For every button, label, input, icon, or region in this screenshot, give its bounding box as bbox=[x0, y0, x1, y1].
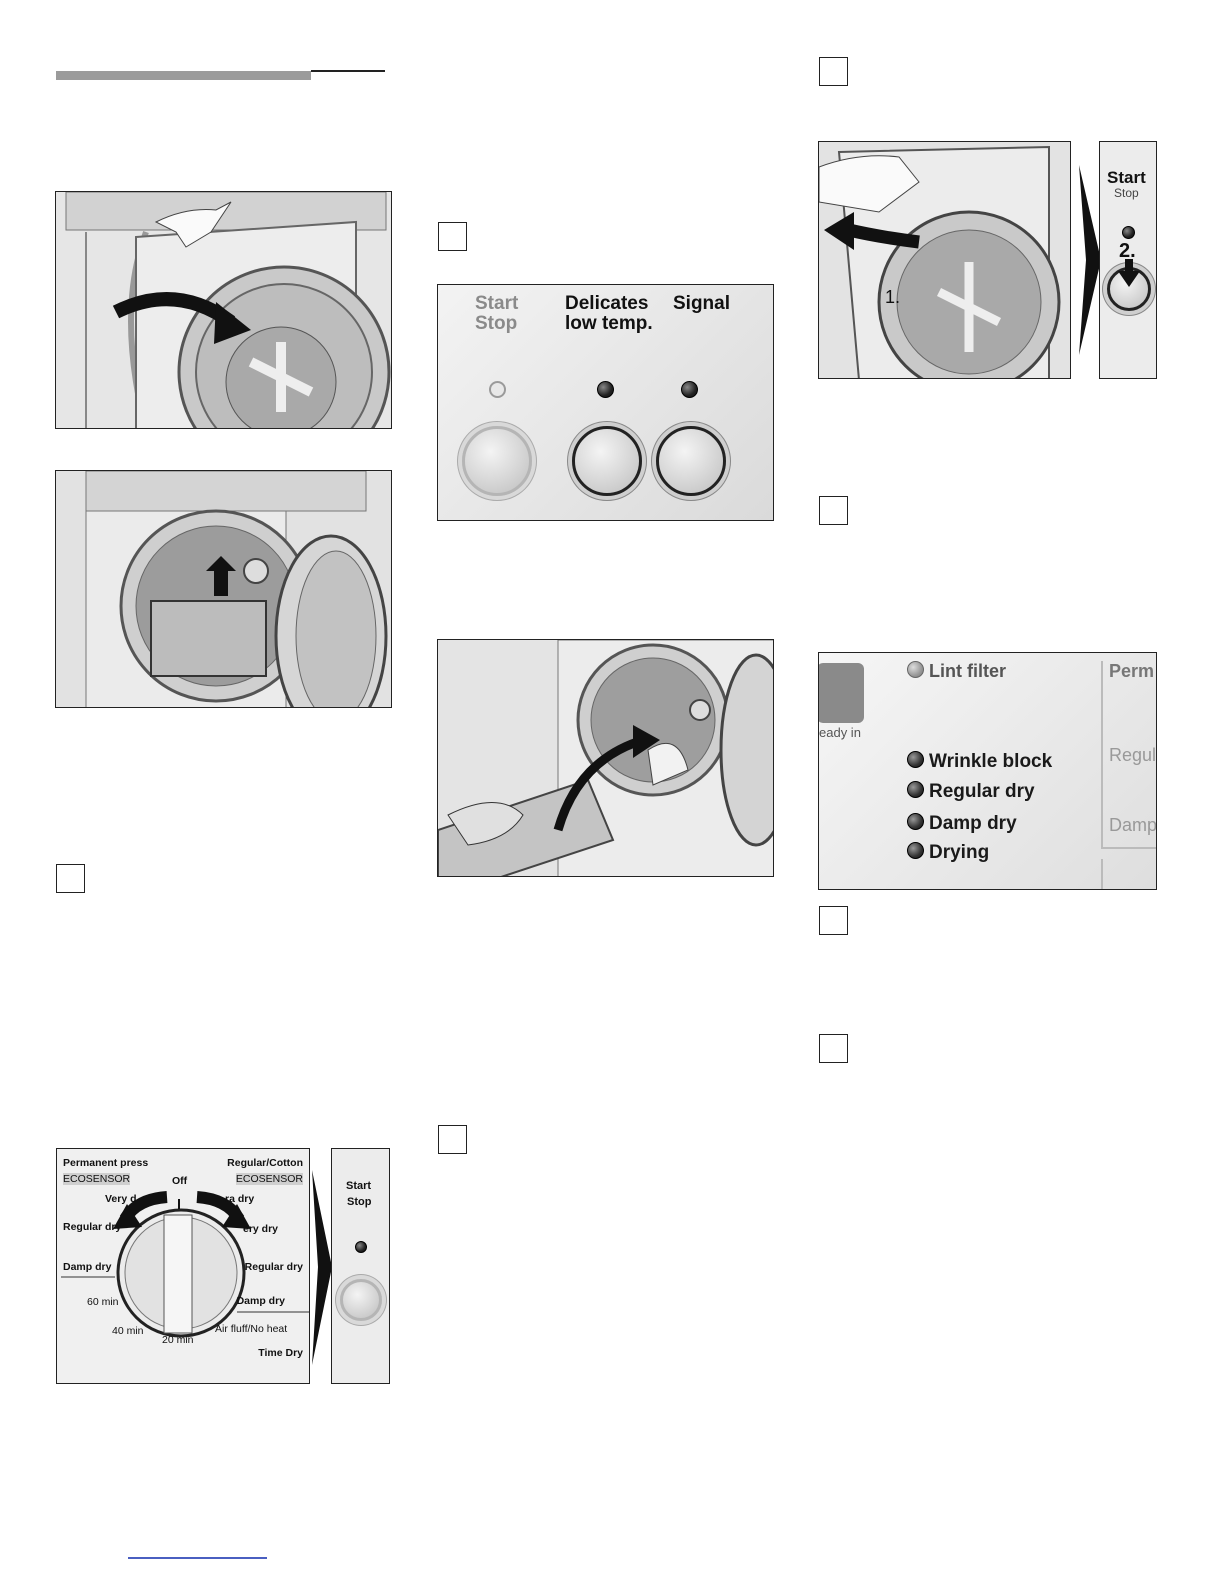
dial-label-40-min: 40 min bbox=[112, 1325, 144, 1337]
figure-load-laundry bbox=[437, 639, 774, 877]
indicator-label: Damp dry bbox=[929, 813, 1017, 834]
figure-start-panel: Start Stop 2. bbox=[1099, 141, 1157, 379]
dial-label-regular-cotton: Regular/Cotton bbox=[227, 1157, 303, 1169]
display-divider-lower bbox=[1101, 859, 1103, 890]
step-box bbox=[819, 57, 848, 86]
figure-close-door: 1. bbox=[818, 141, 1071, 379]
dial-label-60-min: 60 min bbox=[87, 1296, 119, 1308]
damp-dry-led-icon bbox=[907, 813, 924, 830]
figure-open-door bbox=[55, 191, 392, 429]
figure-lint-filter bbox=[55, 470, 392, 708]
figure-dial-start-panel: Start Stop bbox=[331, 1148, 390, 1384]
start-led-icon bbox=[355, 1241, 367, 1253]
dial-label-very-dry-left: Very d bbox=[105, 1193, 137, 1205]
dial-label-regular-dry-right: Regular dry bbox=[245, 1261, 303, 1273]
indicator-label: Regular dry bbox=[929, 781, 1035, 802]
lint-filter-indicator: Lint filter bbox=[907, 661, 1006, 682]
indicator-damp-dry: Damp dry bbox=[907, 813, 1017, 835]
start-led-icon bbox=[489, 381, 506, 398]
dial-label-air-fluff: Air fluff/No heat bbox=[215, 1323, 287, 1335]
dial-label-ecosensor-right: ECOSENSOR bbox=[236, 1173, 303, 1185]
indicator-label: Wrinkle block bbox=[929, 751, 1052, 772]
start-label-line1: Start bbox=[475, 293, 518, 314]
dial-label-ecosensor-left: ECOSENSOR bbox=[63, 1173, 130, 1185]
step-box bbox=[56, 864, 85, 893]
delicates-label: Delicates low temp. bbox=[565, 294, 653, 334]
arrow-down-icon bbox=[1118, 259, 1140, 287]
stop-label: Stop bbox=[347, 1197, 371, 1209]
ready-in-label: eady in bbox=[819, 725, 861, 740]
start-stop-button[interactable] bbox=[340, 1279, 382, 1321]
start-label-line2: Stop bbox=[475, 313, 517, 334]
dial-label-damp-dry-left: Damp dry bbox=[63, 1261, 111, 1273]
indicator-label: Drying bbox=[929, 842, 989, 863]
dial-label-time-dry: Time Dry bbox=[258, 1347, 303, 1359]
delicates-label-line1: Delicates bbox=[565, 293, 648, 314]
dial-label-off: Off bbox=[172, 1175, 187, 1187]
indicator-wrinkle-block: Wrinkle block bbox=[907, 751, 1052, 773]
dial-label-very-dry-right-b: ery dry bbox=[243, 1223, 278, 1235]
step-box bbox=[819, 496, 848, 525]
dial-label-very-dry-right-a: ra dry bbox=[225, 1193, 254, 1205]
figure-program-dial: Permanent press ECOSENSOR Regular/Cotton… bbox=[56, 1148, 310, 1384]
wrinkle-block-led-icon bbox=[907, 751, 924, 768]
start-label: Start bbox=[1107, 169, 1146, 187]
delicates-label-line2: low temp. bbox=[565, 313, 653, 334]
figure-control-panel: Start Stop Delicates low temp. Signal bbox=[437, 284, 774, 521]
program-label-perm: Perm bbox=[1109, 661, 1154, 682]
signal-button[interactable] bbox=[656, 426, 726, 496]
dial-label-regular-dry-left: Regular dry bbox=[63, 1221, 121, 1233]
step-box bbox=[819, 1034, 848, 1063]
display-divider bbox=[1101, 661, 1103, 847]
display-divider-bottom bbox=[1101, 847, 1157, 849]
dial-label-damp-dry-right: Damp dry bbox=[237, 1295, 285, 1307]
signal-led-icon bbox=[681, 381, 698, 398]
figure-display-indicators: eady in Lint filter Wrinkle block Regula… bbox=[818, 652, 1157, 890]
section-header-rule bbox=[311, 70, 385, 72]
indicator-regular-dry: Regular dry bbox=[907, 781, 1035, 803]
section-header-bar bbox=[56, 71, 311, 80]
lint-filter-led-icon bbox=[907, 661, 924, 678]
step-box bbox=[438, 1125, 467, 1154]
delicates-led-icon bbox=[597, 381, 614, 398]
step-box bbox=[438, 222, 467, 251]
dial-label-permanent-press: Permanent press bbox=[63, 1157, 148, 1169]
display-icon bbox=[818, 663, 864, 723]
start-stop-label: Start Stop bbox=[475, 294, 518, 334]
stop-label: Stop bbox=[1114, 187, 1139, 200]
step-1-label: 1. bbox=[885, 288, 900, 307]
program-label-damp: Damp bbox=[1109, 815, 1157, 836]
footer-link-underline[interactable] bbox=[128, 1557, 267, 1559]
step-box bbox=[819, 906, 848, 935]
lint-filter-label: Lint filter bbox=[929, 661, 1006, 681]
start-stop-button[interactable] bbox=[462, 426, 532, 496]
signal-label: Signal bbox=[673, 294, 730, 314]
drying-led-icon bbox=[907, 842, 924, 859]
start-led-icon bbox=[1122, 226, 1135, 239]
program-label-regul: Regul bbox=[1109, 745, 1156, 766]
indicator-drying: Drying bbox=[907, 842, 989, 864]
regular-dry-led-icon bbox=[907, 781, 924, 798]
start-label: Start bbox=[346, 1181, 371, 1193]
dial-label-20-min: 20 min bbox=[162, 1334, 194, 1346]
delicates-button[interactable] bbox=[572, 426, 642, 496]
